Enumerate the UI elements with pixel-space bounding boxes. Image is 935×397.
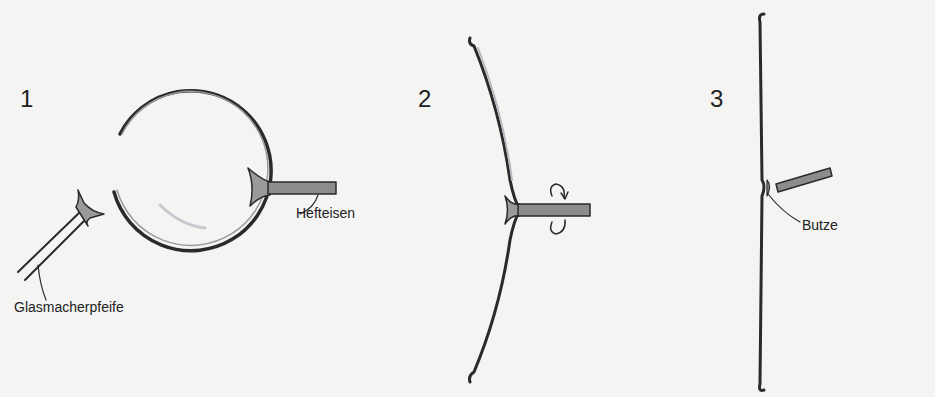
glass-sphere [114, 91, 271, 251]
step-number: 1 [20, 86, 33, 112]
step-number: 3 [710, 86, 723, 112]
pontil-rod [268, 182, 336, 194]
part-label: Hefteisen [296, 206, 355, 221]
spinning-glass [470, 38, 591, 382]
leader-line [768, 194, 800, 222]
crown-glass-disc [760, 14, 833, 390]
step-number: 2 [418, 86, 431, 112]
leader-line [38, 265, 46, 300]
part-label: Glasmacherpfeife [14, 300, 124, 315]
glassmaker-pipe [18, 190, 104, 280]
part-label: Butze [802, 218, 838, 233]
